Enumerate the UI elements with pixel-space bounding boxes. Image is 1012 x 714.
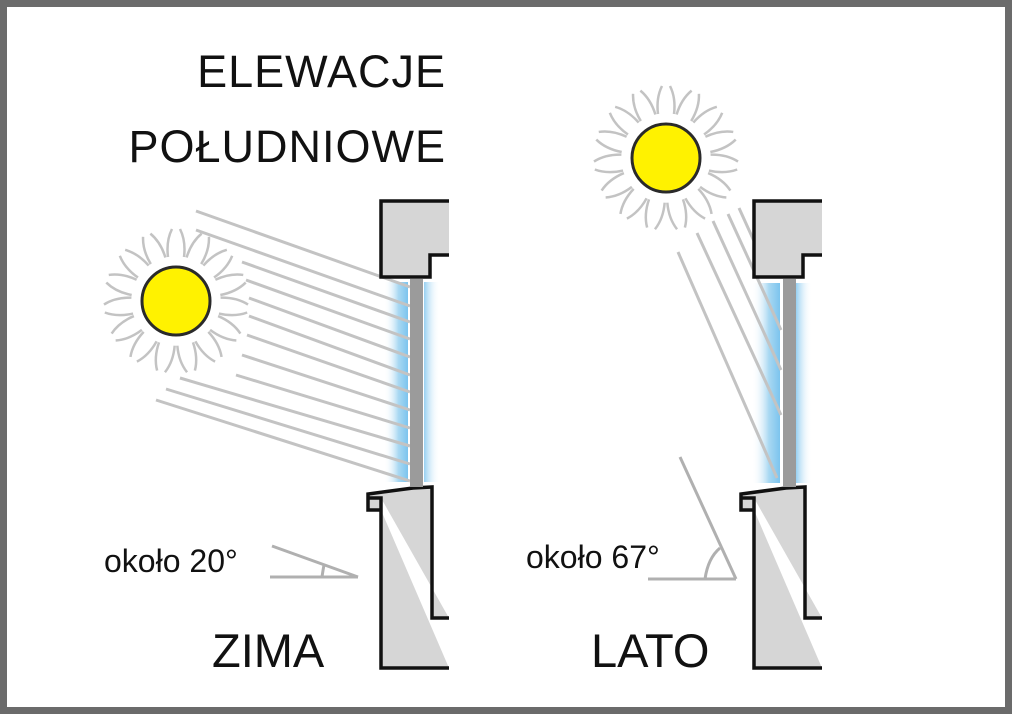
angle-icon	[648, 456, 738, 581]
winter-season-label: ZIMA	[212, 624, 325, 677]
title-line-1: ELEWACJE	[197, 46, 446, 97]
title-line-2: POŁUDNIOWE	[128, 121, 446, 172]
winter-sun-rays	[155, 209, 411, 483]
summer-angle-label: około 67°	[526, 539, 660, 575]
summer-season-label: LATO	[591, 624, 709, 677]
winter-angle-label: około 20°	[104, 543, 238, 579]
sun-icon	[593, 85, 739, 231]
summer-panel: około 67° LATO	[526, 85, 822, 677]
window-pane	[410, 279, 423, 487]
sun-icon	[103, 228, 249, 374]
window-glass-icon	[384, 282, 408, 482]
angle-icon	[270, 544, 359, 579]
winter-panel: około 20° ZIMA	[103, 199, 449, 677]
wall-section-icon	[366, 199, 449, 670]
window-pane	[783, 279, 796, 487]
wall-section-icon	[739, 199, 822, 670]
